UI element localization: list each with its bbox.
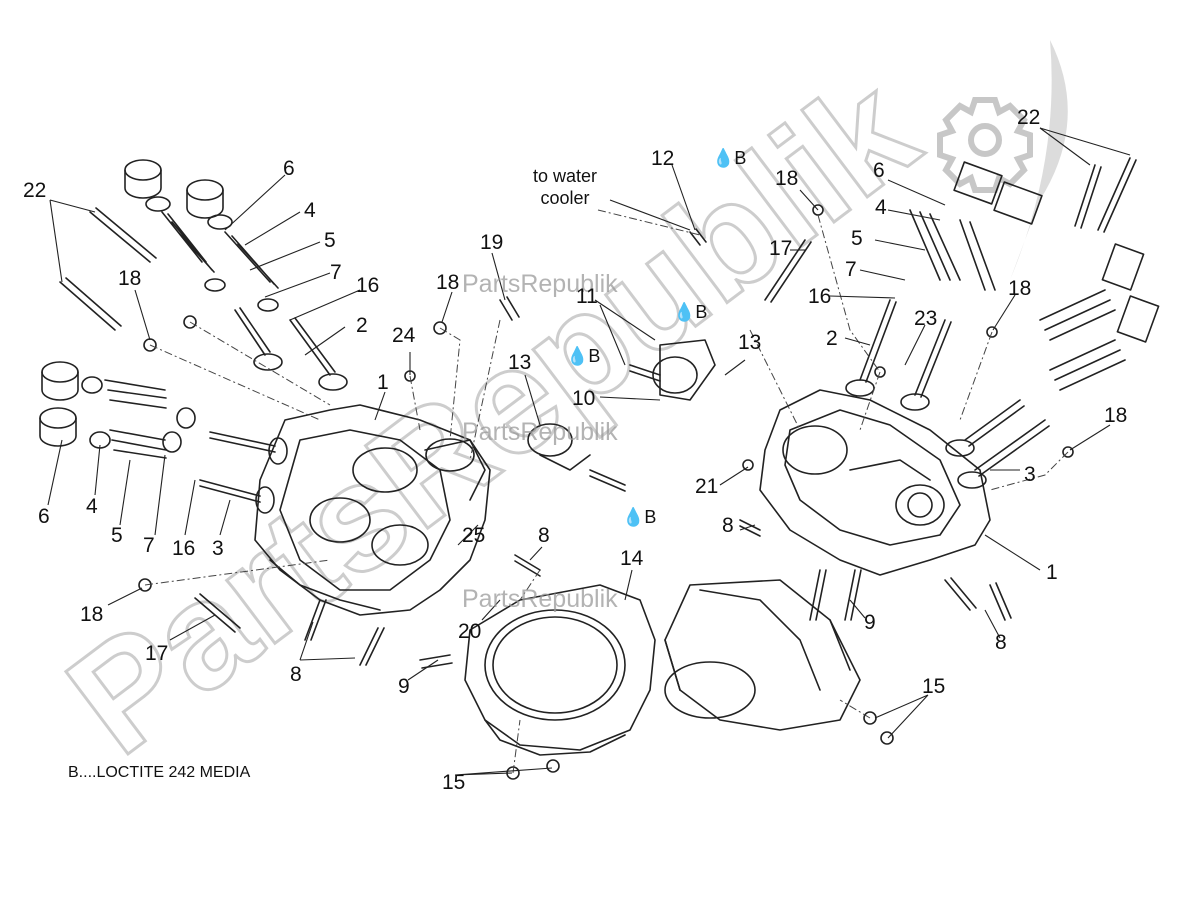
callout-2-right: 2 — [826, 327, 838, 350]
leader-lines — [47, 127, 1131, 776]
callout-7-right: 7 — [845, 258, 857, 281]
watermark-gear-icon — [937, 97, 1033, 193]
callout-3-right: 3 — [1024, 463, 1036, 486]
left-upper-valve-stack — [124, 159, 348, 391]
left-cylinder-head — [254, 404, 491, 616]
callout-8-right: 8 — [995, 631, 1007, 654]
callout-17-left: 17 — [145, 642, 169, 665]
callout-8-mid: 8 — [538, 524, 550, 547]
to-water-cooler-line1: to water — [532, 166, 598, 186]
callout-1-left: 1 — [377, 371, 389, 394]
callout-18-right: 18 — [1104, 404, 1128, 427]
watermark-big-text: PartsRepublik — [38, 44, 945, 786]
watermark-big: PartsRepublik — [37, 40, 1068, 787]
loctite-legend-note: B....LOCTITE 242 MEDIA — [68, 764, 251, 781]
studs — [304, 519, 1012, 669]
callout-12: 12 — [651, 147, 675, 170]
callout-25: 25 — [462, 524, 486, 547]
loctite-marker-4: 💧B — [622, 507, 657, 527]
right-cylinder-barrel — [664, 579, 861, 731]
callout-5-right: 5 — [851, 227, 863, 250]
callout-2-left: 2 — [356, 314, 368, 337]
callout-6-upper-left: 6 — [283, 157, 295, 180]
callout-18-upper-right: 18 — [1008, 277, 1032, 300]
callout-18-top-right: 18 — [775, 167, 799, 190]
loctite-marker-4-label: B — [644, 507, 657, 527]
loctite-marker-1-label: B — [734, 148, 747, 168]
callout-4-upper-left: 4 — [304, 199, 316, 222]
callout-5-lower-left: 5 — [111, 524, 123, 547]
callout-15-right: 15 — [922, 675, 946, 698]
callout-16-lower-left: 16 — [172, 537, 196, 560]
watermark-brand-text-1: PartsRepublik — [462, 270, 618, 298]
callout-18-upper-left: 18 — [118, 267, 142, 290]
loctite-marker-3: 💧B — [566, 346, 601, 366]
callout-5-upper-left: 5 — [324, 229, 336, 252]
callout-9-right: 9 — [864, 611, 876, 634]
callout-22-right: 22 — [1017, 106, 1041, 129]
right-valve-stack — [845, 161, 1160, 489]
callout-9-left: 9 — [398, 675, 410, 698]
callout-11: 11 — [576, 285, 598, 308]
callout-14: 14 — [620, 547, 644, 570]
water-outlet-fitting — [499, 228, 716, 492]
callout-1-right: 1 — [1046, 561, 1058, 584]
callout-16-upper-left: 16 — [356, 274, 380, 297]
to-water-cooler-line2: cooler — [540, 188, 590, 208]
right-cylinder-head — [759, 389, 991, 576]
callout-16-right: 16 — [808, 285, 832, 308]
callout-13-left: 13 — [508, 351, 532, 374]
watermark-brand-text-2: PartsRepublik — [462, 418, 618, 446]
callout-17-right: 17 — [769, 237, 793, 260]
callout-18-mid-left: 18 — [436, 271, 460, 294]
callout-23: 23 — [914, 307, 938, 330]
callout-6-right: 6 — [873, 159, 885, 182]
callout-4-lower-left: 4 — [86, 495, 98, 518]
watermark-brand-text-3: PartsRepublik — [462, 585, 618, 613]
callout-22-left: 22 — [23, 179, 47, 202]
callout-15-left: 15 — [442, 771, 466, 794]
callout-10: 10 — [572, 387, 596, 410]
left-lower-valve-stack — [39, 361, 288, 514]
to-water-cooler-label: to water cooler — [515, 165, 615, 209]
callout-7-upper-left: 7 — [330, 261, 342, 284]
callout-8-right-mid: 8 — [722, 514, 734, 537]
callout-18-lower-left: 18 — [80, 603, 104, 626]
callout-4-right: 4 — [875, 196, 887, 219]
callout-19: 19 — [480, 231, 504, 254]
left-cylinder-barrel — [464, 584, 656, 756]
callout-7-lower-left: 7 — [143, 534, 155, 557]
callout-3-left: 3 — [212, 537, 224, 560]
loctite-marker-1: 💧B — [712, 148, 747, 168]
loctite-marker-2: 💧B — [673, 302, 708, 322]
loctite-marker-2-label: B — [695, 302, 708, 322]
callout-20: 20 — [458, 620, 482, 643]
long-bolts — [59, 157, 1137, 633]
callout-13-right: 13 — [738, 331, 762, 354]
callout-24: 24 — [392, 324, 416, 347]
loctite-marker-3-label: B — [588, 346, 601, 366]
callout-6-lower-left: 6 — [38, 505, 50, 528]
callout-8-lower-left: 8 — [290, 663, 302, 686]
alignment-lines — [144, 209, 1069, 774]
callout-21: 21 — [695, 475, 719, 498]
